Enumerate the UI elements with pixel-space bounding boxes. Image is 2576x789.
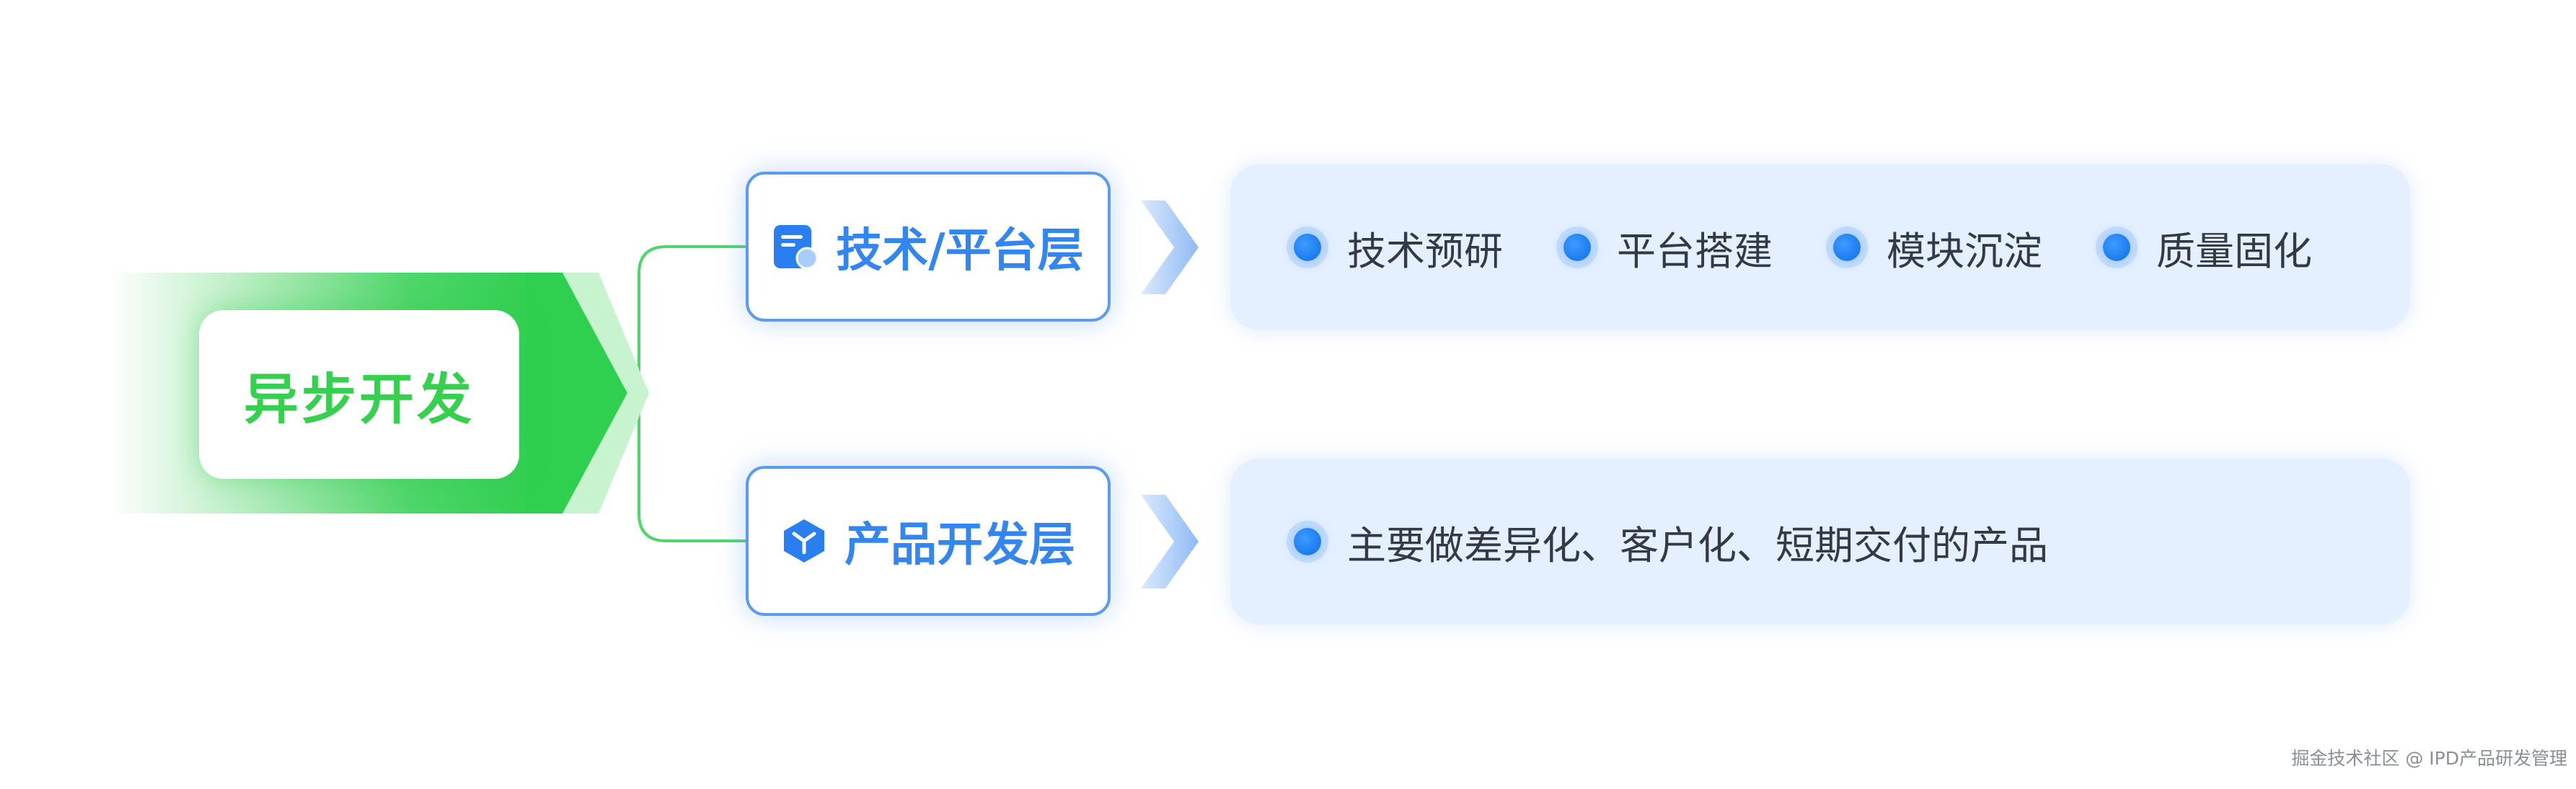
connector-line	[638, 245, 746, 542]
item-label: 技术预研	[1347, 228, 1503, 274]
layer-node-product-dev: 产品开发层	[746, 466, 1111, 616]
document-icon	[774, 225, 819, 270]
detail-panel-product-dev: 主要做差异化、客户化、短期交付的产品	[1230, 459, 2410, 625]
chevron-right-icon	[1141, 495, 1199, 589]
root-label: 异步开发	[244, 367, 475, 431]
list-item: 质量固化	[2103, 219, 2312, 276]
bullet-dot-icon	[1294, 528, 1321, 555]
list-item: 平台搭建	[1563, 219, 1773, 276]
chevron-right-icon	[1141, 200, 1199, 294]
watermark-text: 掘金技术社区 @ IPD产品研发管理	[2291, 748, 2567, 769]
bullet-dot-icon	[1833, 234, 1861, 261]
root-chevron-arrow	[526, 273, 649, 513]
root-node: 异步开发	[199, 310, 519, 479]
bullet-dot-icon	[1294, 234, 1321, 261]
bullet-dot-icon	[2103, 234, 2130, 261]
item-label: 主要做差异化、客户化、短期交付的产品	[1347, 522, 2048, 568]
list-item: 模块沉淀	[1833, 219, 2042, 276]
cube-icon	[784, 519, 824, 563]
layer-title: 技术/平台层	[836, 224, 1084, 278]
list-item: 主要做差异化、客户化、短期交付的产品	[1294, 513, 2048, 570]
list-item: 技术预研	[1294, 219, 1503, 276]
detail-panel-tech-platform: 技术预研 平台搭建 模块沉淀 质量固化	[1230, 164, 2410, 330]
layer-title: 产品开发层	[844, 519, 1075, 572]
item-label: 模块沉淀	[1887, 228, 2042, 274]
item-label: 平台搭建	[1617, 228, 1773, 274]
bullet-dot-icon	[1563, 234, 1591, 261]
item-label: 质量固化	[2156, 228, 2312, 274]
layer-node-tech-platform: 技术/平台层	[746, 172, 1111, 322]
